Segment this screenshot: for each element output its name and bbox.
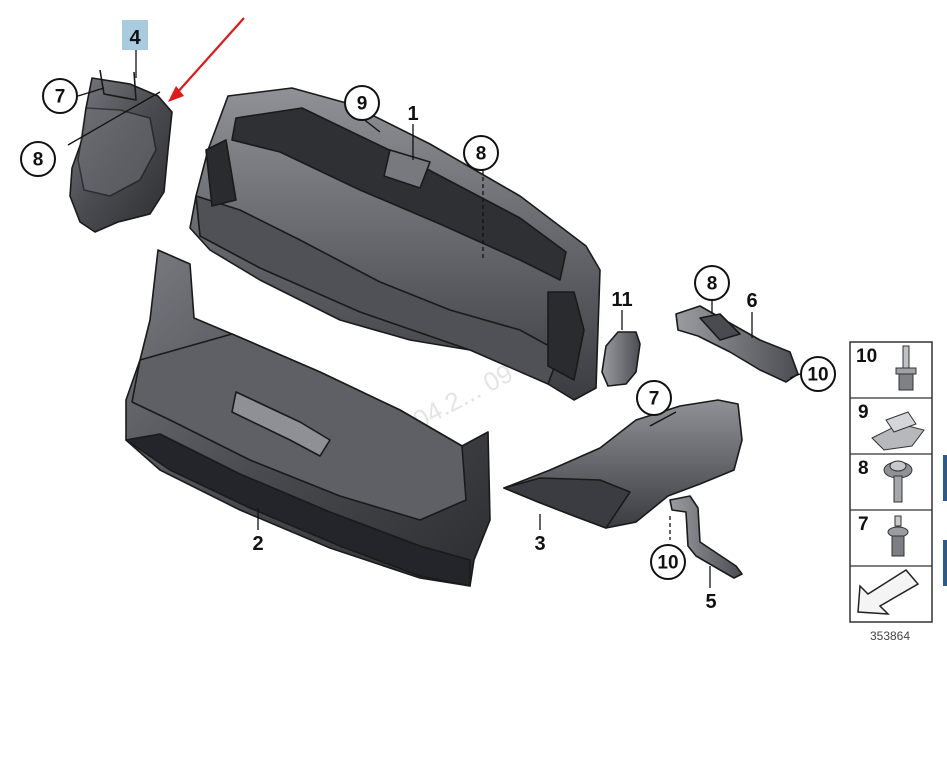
- part-4-left-air-duct: [67, 69, 173, 233]
- direction-arrow-icon: [857, 569, 920, 615]
- rivet-icon: [895, 345, 917, 391]
- expanding-rivet-icon: [887, 515, 909, 557]
- hex-bolt-icon: [883, 460, 913, 503]
- legend-item-10: 10: [856, 346, 877, 367]
- callout-1: 1: [407, 103, 418, 125]
- callout-7-top: 7: [42, 78, 78, 114]
- callout-10-right: 10: [800, 356, 836, 392]
- legend-item-7: 7: [858, 514, 869, 535]
- red-pointer-arrow: [168, 17, 245, 102]
- svg-text:9: 9: [357, 94, 368, 115]
- callout-5: 5: [705, 591, 716, 613]
- callout-11: 11: [611, 289, 632, 311]
- svg-text:10: 10: [807, 365, 828, 386]
- clip-nut-icon: [871, 411, 925, 451]
- part-6-bracket: [675, 305, 799, 383]
- svg-text:10: 10: [657, 553, 678, 574]
- part-11-cap: [601, 310, 641, 387]
- part-3-right-air-duct: [503, 399, 743, 530]
- callout-6: 6: [746, 290, 757, 312]
- callout-8-left: 8: [20, 141, 56, 177]
- callout-8-right: 8: [694, 265, 730, 301]
- callout-9: 9: [344, 85, 380, 121]
- part-1-air-guide-frame: [189, 87, 601, 401]
- fastener-legend: 10 9 8 7: [849, 341, 933, 623]
- callout-8-center: 8: [463, 135, 499, 171]
- cropped-thumbnail-edge: [943, 540, 947, 586]
- cropped-thumbnail-edge: [943, 455, 947, 501]
- svg-text:8: 8: [707, 274, 718, 295]
- highlight-box: [122, 20, 148, 50]
- callout-2: 2: [252, 533, 263, 555]
- callout-3: 3: [534, 533, 545, 555]
- legend-item-8: 8: [858, 458, 869, 479]
- legend-item-9: 9: [858, 402, 869, 423]
- callout-10-bottom: 10: [650, 544, 686, 580]
- callout-4: 4: [129, 27, 141, 49]
- callout-7-right: 7: [636, 380, 672, 416]
- svg-text:8: 8: [476, 144, 487, 165]
- svg-text:7: 7: [55, 87, 66, 108]
- part-5-bracket: [669, 495, 743, 588]
- svg-text:7: 7: [649, 389, 660, 410]
- diagram-id: 353864: [870, 629, 910, 643]
- part-2-lower-air-guide: [125, 249, 491, 587]
- svg-text:8: 8: [33, 150, 44, 171]
